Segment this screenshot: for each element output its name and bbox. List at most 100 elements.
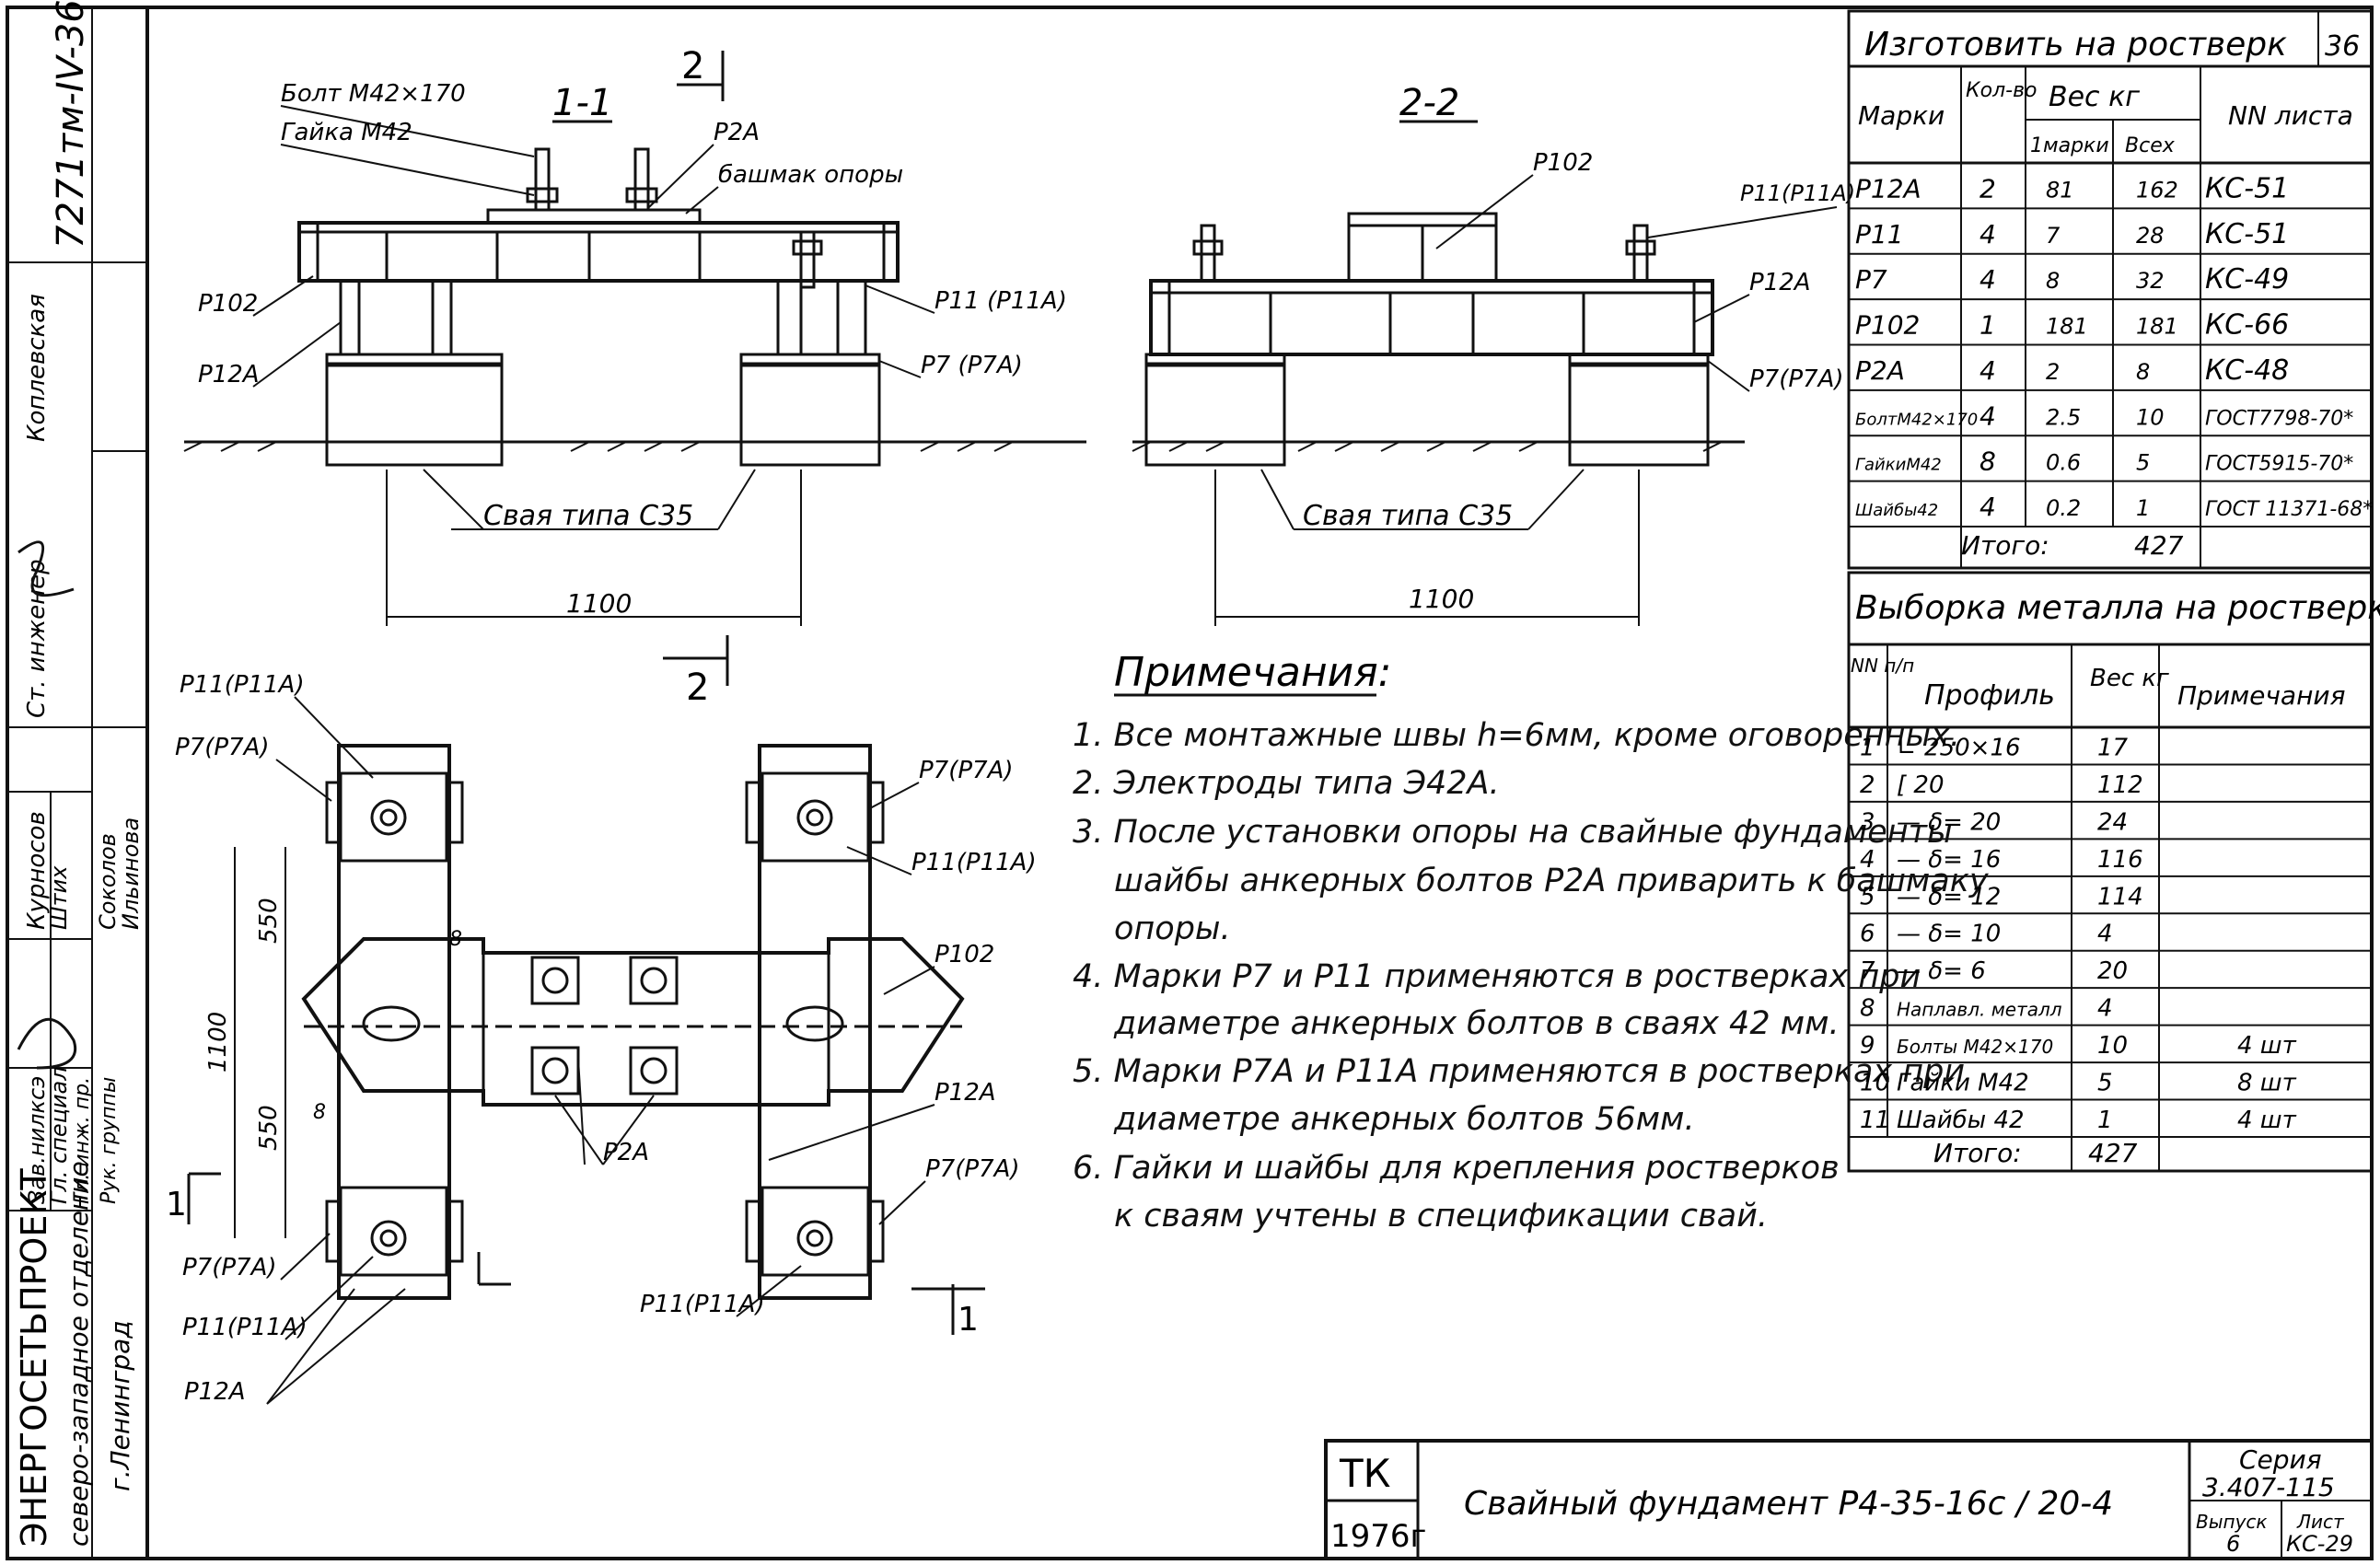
t2-weight-1: 112 xyxy=(2097,771,2143,799)
t2-profile-3: — δ= 16 xyxy=(1897,846,2001,874)
note-3: 3. После установки опоры на свайные фунд… xyxy=(1073,814,1953,851)
pile-right-2 xyxy=(1568,362,1710,467)
role-2: Гл. инж. пр. xyxy=(71,1077,94,1204)
name-2: Соколов xyxy=(95,833,121,930)
t1-sheet-6: ГОСТ5915-70* xyxy=(2205,453,2353,476)
plan-p11-br: Р11(Р11А) xyxy=(640,1291,765,1318)
t1-sheet-4: КС-48 xyxy=(2205,354,2289,387)
note-3b: шайбы анкерных болтов Р2А приварить к ба… xyxy=(1114,863,1990,899)
t1-qty-7: 4 xyxy=(1979,492,1996,522)
label-nut: Гайка М42 xyxy=(281,119,412,146)
plan-callouts: Р11(Р11А) Р7(Р7А) Р7(Р7А) Р11(Р11А) Р102… xyxy=(175,671,1037,1406)
plan-p11-bl: Р11(Р11А) xyxy=(182,1314,308,1341)
tb-sheet-label: Лист xyxy=(2296,1511,2345,1533)
note-5: 5. Марки Р7А и Р11А применяются в ростве… xyxy=(1073,1053,1965,1090)
t2-weight-9: 5 xyxy=(2097,1070,2113,1097)
t1-h-weight: Вес кг xyxy=(2049,81,2140,113)
t1-mark-4: Р2А xyxy=(1855,355,1905,386)
doc-number: 7271тм-IV-36 xyxy=(50,0,92,249)
name-1: Штих xyxy=(46,865,72,930)
tb-sheet: КС-29 xyxy=(2286,1531,2353,1557)
label-p11: Р11 (Р11А) xyxy=(935,287,1067,315)
t2-no-4: 5 xyxy=(1860,883,1875,910)
t1-w1-1: 7 xyxy=(2046,223,2061,249)
plan-p7-tr: Р7(Р7А) xyxy=(919,757,1014,784)
note-6: 6. Гайки и шайбы для крепления ростверко… xyxy=(1073,1150,1840,1187)
dim-550-b: 550 xyxy=(255,1105,283,1151)
t2-no-6: 7 xyxy=(1860,957,1875,985)
label-p102: Р102 xyxy=(198,290,258,318)
t1-qty-2: 4 xyxy=(1979,264,1996,295)
label-p7: Р7 (Р7А) xyxy=(921,352,1023,379)
label-pile-2: Свая типа С35 xyxy=(1303,500,1513,532)
plan-member-right xyxy=(758,744,872,1300)
t2-profile-0: ∟ 250×16 xyxy=(1897,734,2021,761)
dim-1100-a: 1100 xyxy=(566,588,632,619)
t1-qty-0: 2 xyxy=(1979,173,1996,203)
plan-member-left xyxy=(337,744,451,1300)
plan-p11-tl: Р11(Р11А) xyxy=(180,671,305,699)
section-1-1: 1-1 Болт М42×170 xyxy=(183,45,1086,709)
tb-issue: 6 xyxy=(2226,1531,2240,1557)
note-5b: диаметре анкерных болтов 56мм. xyxy=(1113,1101,1695,1138)
plan-p7-bl: Р7(Р7А) xyxy=(182,1254,277,1281)
side-stamp: 7271тм-IV-36 ЭНЕРГОСЕТЬПРОЕКТ северо-зап… xyxy=(14,0,144,1547)
t2-no-9: 10 xyxy=(1860,1070,1890,1097)
t2-h-no: NN п/п xyxy=(1851,655,1914,677)
t1-wall-4: 8 xyxy=(2136,359,2150,385)
t1-w1-0: 81 xyxy=(2046,177,2074,203)
t1-sheet-7: ГОСТ 11371-68* xyxy=(2205,498,2373,521)
shoe-plate xyxy=(486,208,702,225)
note-4b: диаметре анкерных болтов в сваях 42 мм. xyxy=(1113,1005,1840,1042)
role-0: Зав.нилксэ xyxy=(24,1076,50,1204)
label-pile: Свая типа С35 xyxy=(483,500,693,532)
t2-no-1: 2 xyxy=(1860,771,1875,799)
table-manufacture: Изготовить на ростверк 36 Марки Кол-во В… xyxy=(1847,9,2374,570)
t1-h-all: Всех xyxy=(2125,134,2176,157)
t1-sheet-2: КС-49 xyxy=(2205,263,2289,296)
dim-1100-c: 1100 xyxy=(204,1012,232,1072)
t2-no-5: 6 xyxy=(1860,921,1875,948)
tb-issue-label: Выпуск xyxy=(2196,1511,2268,1533)
t2-profile-7: Наплавл. металл xyxy=(1897,999,2062,1021)
t2-note-10: 4 шт xyxy=(2237,1107,2297,1134)
cut-mark-bottom: 2 xyxy=(686,667,709,709)
label-shoe: башмак опоры xyxy=(718,161,903,189)
pile-left-2 xyxy=(1144,362,1286,467)
tb-series-label: Серия xyxy=(2239,1444,2322,1475)
t2-h-weight: Вес кг xyxy=(2090,665,2169,692)
t2-total: 427 xyxy=(2088,1138,2138,1168)
name-4: Коплевская xyxy=(23,294,51,442)
t1-sheet-3: КС-66 xyxy=(2205,309,2289,342)
plan-p11-tr: Р11(Р11А) xyxy=(911,849,1037,876)
plan-p7-tl: Р7(Р7А) xyxy=(175,734,270,761)
t1-w1-5: 2.5 xyxy=(2046,404,2081,430)
notes: Примечания: 1. Все монтажные швы h=6мм, … xyxy=(1073,649,1990,1235)
t1-h-mark: Марки xyxy=(1858,100,1945,131)
label-p12a-2: Р12А xyxy=(1749,269,1811,296)
t2-weight-7: 4 xyxy=(2097,995,2113,1023)
t2-no-2: 3 xyxy=(1860,808,1875,836)
p12a-left xyxy=(339,279,453,356)
t2-no-10: 11 xyxy=(1860,1107,1890,1134)
t1-wall-1: 28 xyxy=(2136,223,2165,249)
t1-wall-7: 1 xyxy=(2136,495,2150,521)
t2-weight-8: 10 xyxy=(2097,1032,2128,1060)
note-3c: опоры. xyxy=(1114,910,1231,947)
pile-left xyxy=(325,362,504,467)
plan-p7-r: Р7(Р7А) xyxy=(925,1155,1020,1183)
t1-w1-2: 8 xyxy=(2046,268,2060,294)
p12a-right xyxy=(776,279,867,356)
t2-weight-5: 4 xyxy=(2097,921,2113,948)
t1-title: Изготовить на ростверк xyxy=(1864,26,2287,64)
weld-8a: 8 xyxy=(449,928,462,951)
t1-w1-7: 0.2 xyxy=(2046,495,2081,521)
label-bolt: Болт М42×170 xyxy=(281,80,466,108)
t2-profile-6: — δ= 6 xyxy=(1897,957,1986,985)
note-2: 2. Электроды типа Э42А. xyxy=(1073,765,1500,802)
t1-wall-5: 10 xyxy=(2136,404,2165,430)
org-dept: северо-западное отделение xyxy=(64,1161,94,1547)
t1-qty-4: 4 xyxy=(1979,355,1996,386)
name-0: Курносов xyxy=(23,811,51,930)
